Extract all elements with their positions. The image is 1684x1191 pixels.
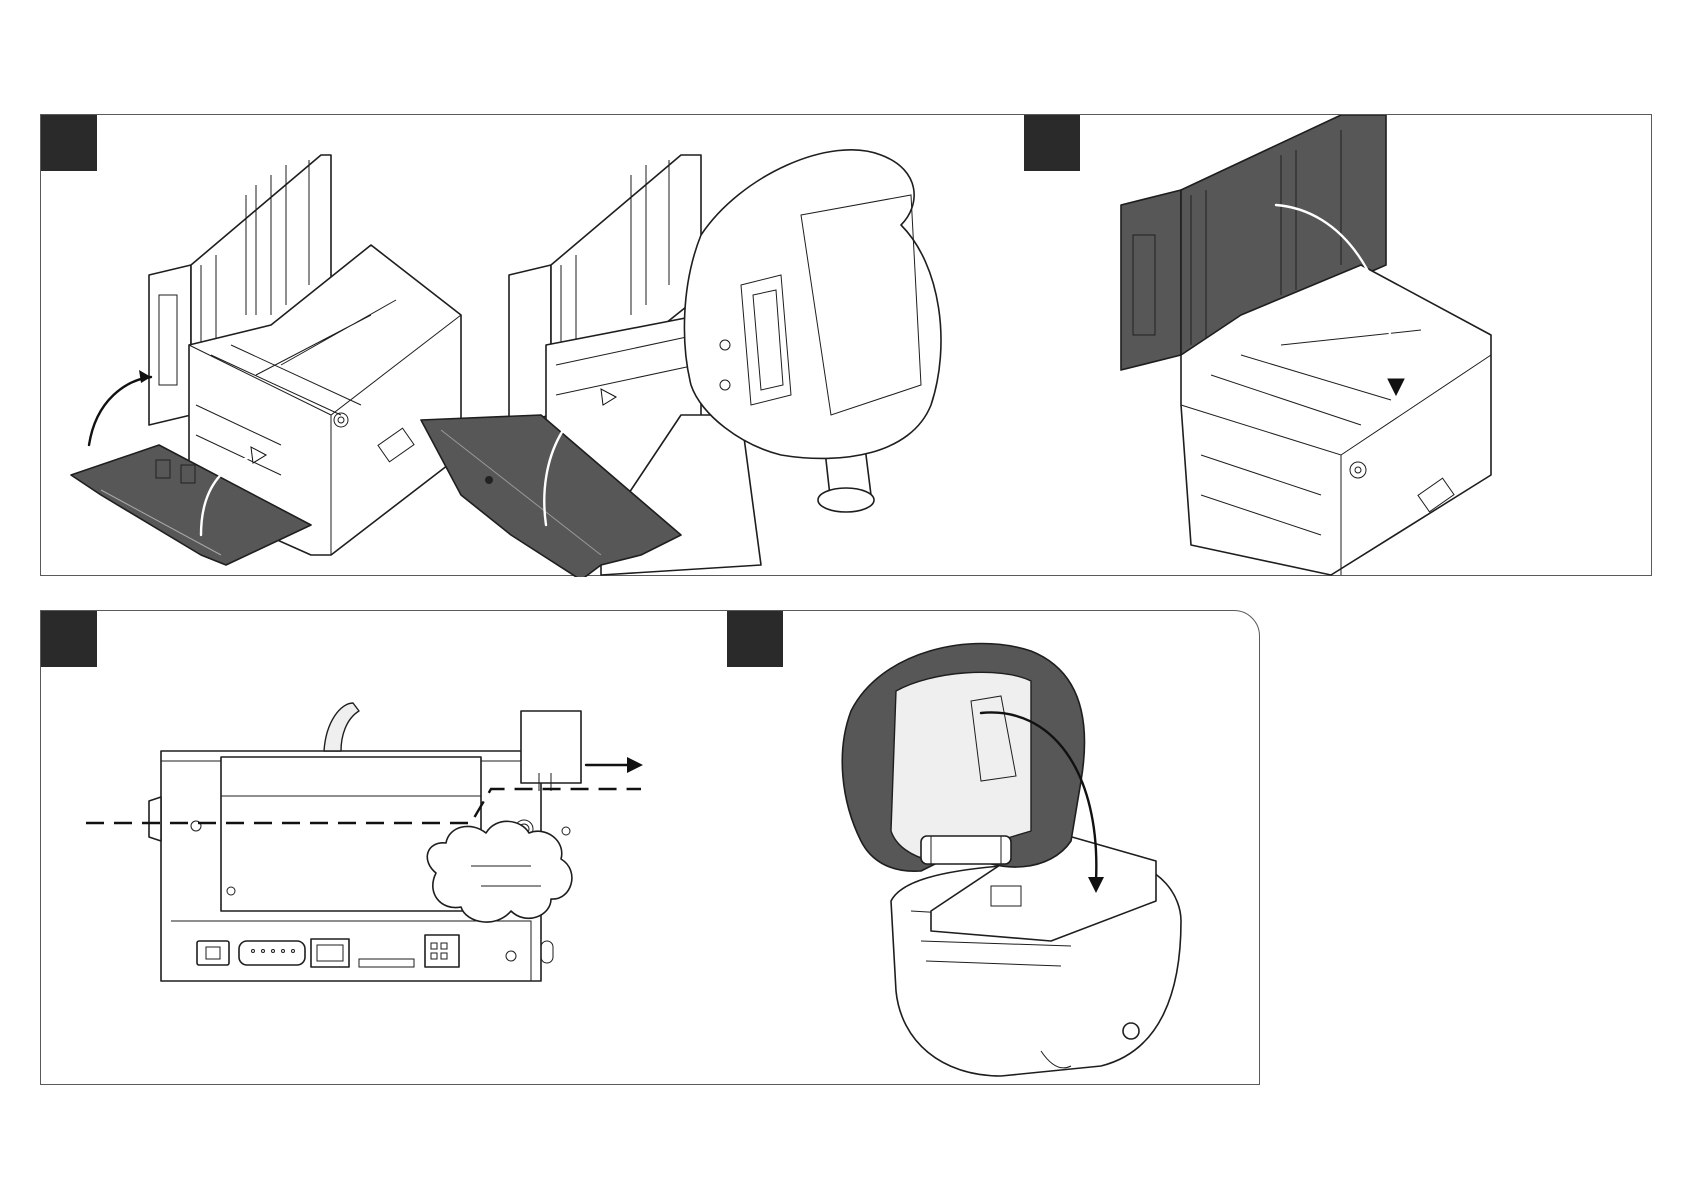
bottom-panel [40,610,1260,1085]
printer-open-illustration [842,644,1181,1077]
top-panel [40,114,1652,576]
cloud-icon [427,821,572,922]
printer-illustration-a [71,155,461,565]
bottom-illustrations [41,611,1261,1086]
top-illustrations [41,115,1653,577]
printer-illustration-c [1121,115,1491,575]
arrow-icon [627,757,643,773]
printer-rear-illustration [86,703,643,981]
printer-illustration-b [421,150,941,577]
